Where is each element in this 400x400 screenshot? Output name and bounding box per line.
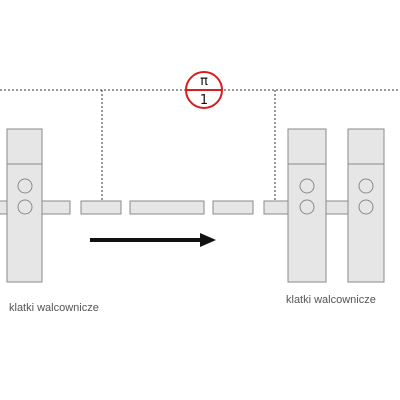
- lower-roll: [358, 199, 374, 215]
- rolling-stand-right-1: [287, 128, 327, 283]
- ratio-symbol-top: π: [200, 74, 208, 89]
- upper-roll: [299, 178, 315, 194]
- stands-label-right: klatki walcownicze: [286, 294, 376, 306]
- strip-segment: [129, 200, 205, 215]
- strip-segment: [212, 200, 254, 215]
- rolling-stand-right-2: [347, 128, 385, 283]
- upper-roll: [358, 178, 374, 194]
- rolling-stand-left: [6, 128, 43, 283]
- ratio-symbol: π 1: [185, 71, 223, 109]
- arrow-head: [200, 233, 216, 247]
- strip-segment: [80, 200, 122, 215]
- stands-label-left: klatki walcownicze: [9, 302, 99, 314]
- ratio-symbol-bottom: 1: [200, 93, 208, 108]
- lower-roll: [299, 199, 315, 215]
- upper-roll: [17, 178, 33, 194]
- arrow-right-icon: [90, 233, 216, 247]
- lower-roll: [17, 199, 33, 215]
